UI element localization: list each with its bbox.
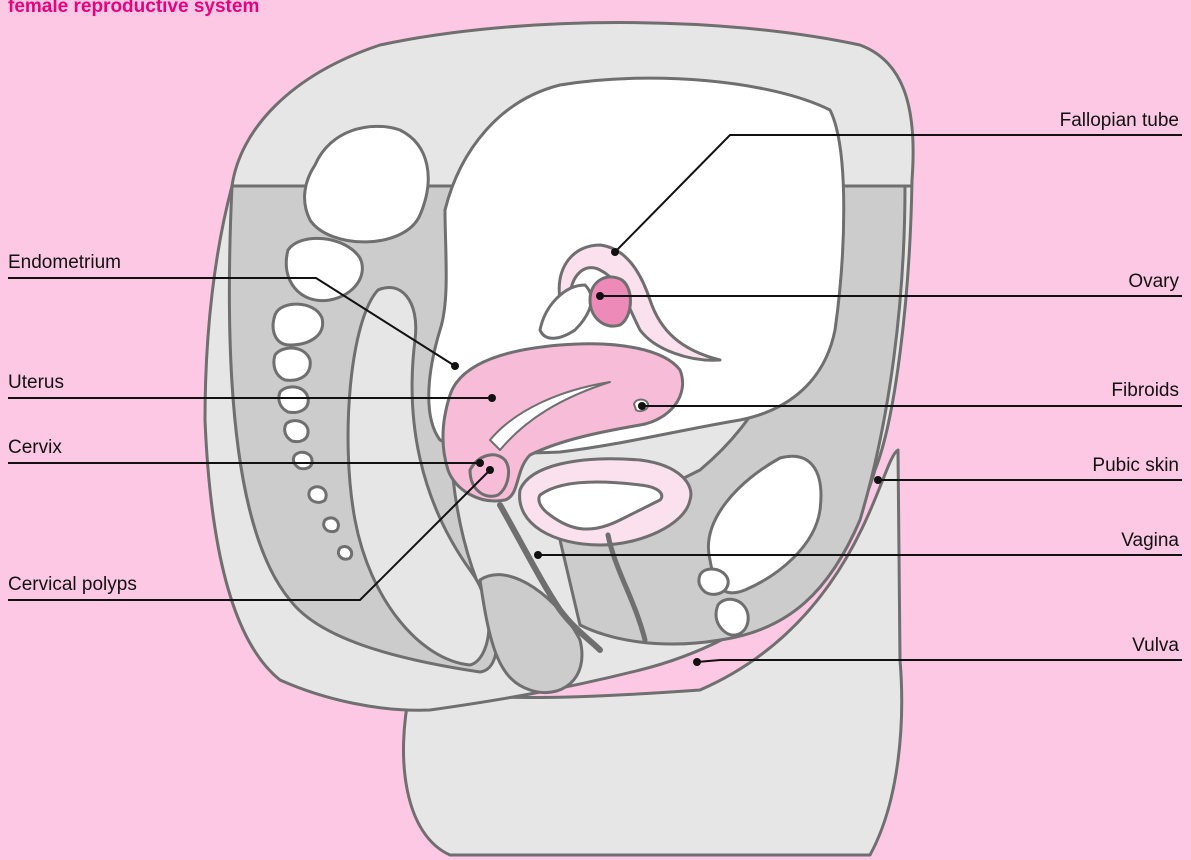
pointer-vulva <box>693 658 701 666</box>
label-pubic-skin: Pubic skin <box>1092 455 1179 477</box>
label-ovary: Ovary <box>1128 271 1179 293</box>
label-uterus: Uterus <box>8 372 64 394</box>
pointer-uterus <box>488 394 496 402</box>
label-cervical-polyps: Cervical polyps <box>8 574 137 596</box>
pointer-fallopian-tube <box>611 248 619 256</box>
label-vulva: Vulva <box>1132 635 1179 657</box>
vertebra <box>285 421 308 442</box>
pointer-endometrium <box>451 362 459 370</box>
label-fibroids: Fibroids <box>1111 380 1179 402</box>
label-endometrium: Endometrium <box>8 252 121 274</box>
pointer-cervix <box>476 459 484 467</box>
cervix-shape <box>470 455 509 496</box>
ovary-shape <box>590 277 630 326</box>
pointer-fibroids <box>638 402 646 410</box>
vertebra <box>279 387 308 413</box>
page-title: female reproductive system <box>8 0 259 18</box>
label-cervix: Cervix <box>8 437 62 459</box>
pointer-pubic-skin <box>874 476 882 484</box>
pointer-cervical-polyps <box>486 466 494 474</box>
vertebra <box>273 304 322 345</box>
vertebra <box>274 348 310 380</box>
label-fallopian-tube: Fallopian tube <box>1060 110 1179 132</box>
vertebra <box>293 452 312 468</box>
pointer-vagina <box>534 551 542 559</box>
label-vagina: Vagina <box>1121 530 1179 552</box>
vertebra <box>286 238 362 300</box>
pointer-ovary <box>596 292 604 300</box>
